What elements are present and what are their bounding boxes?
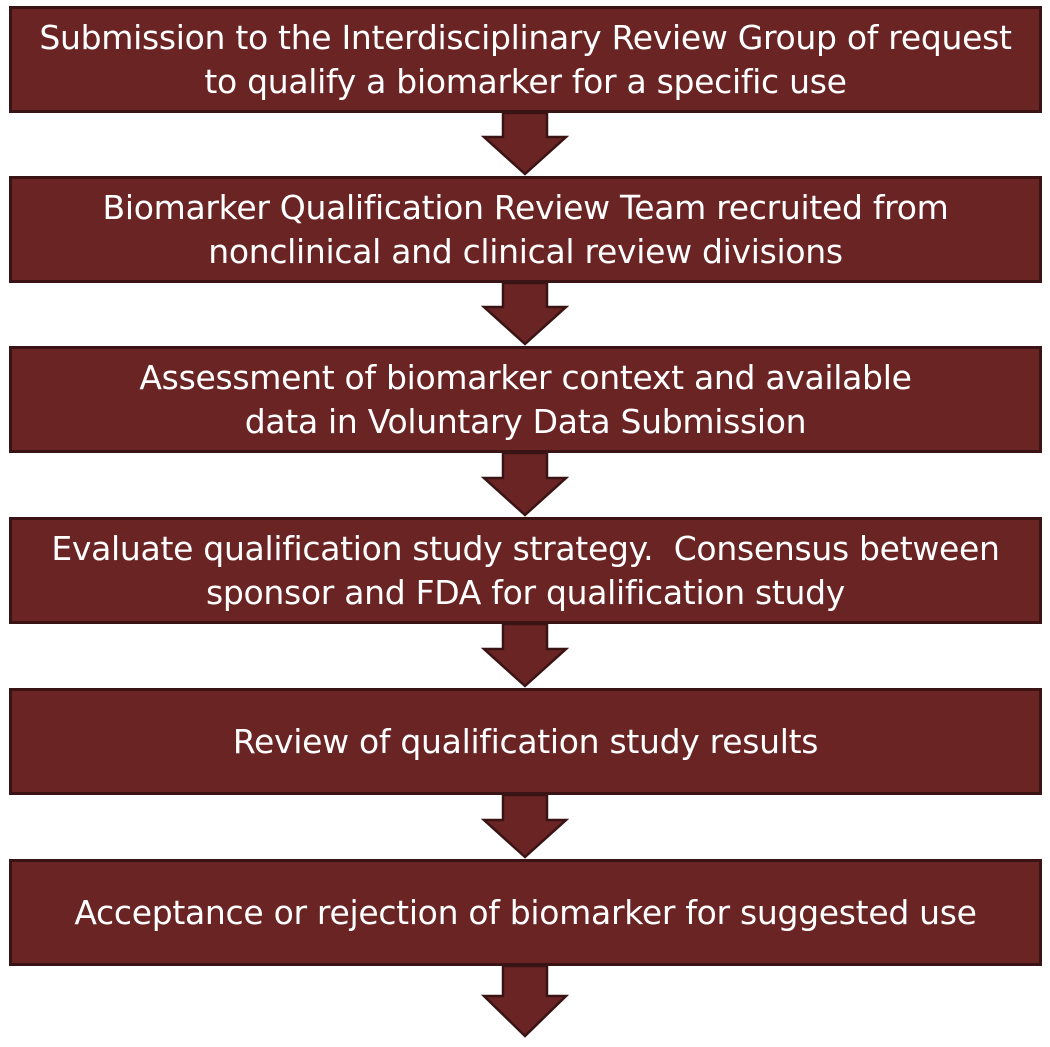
step-2-box: Biomarker Qualification Review Team recr… [9,176,1042,283]
step-4-line-1: Evaluate qualification study strategy. C… [51,528,1000,568]
step-1-line-2: to qualify a biomarker for a specific us… [204,61,847,101]
step-3-line-2: data in Voluntary Data Submission [244,401,807,441]
down-arrow-icon [481,113,569,176]
down-arrow-icon [481,966,569,1038]
step-2-line-2: nonclinical and clinical review division… [208,231,843,271]
step-4-line-2: sponsor and FDA for qualification study [205,572,846,612]
down-arrow-icon [481,624,569,688]
step-6-line-1: Acceptance or rejection of biomarker for… [74,892,977,932]
down-arrow-icon [481,795,569,859]
step-4-text: Evaluate qualification study strategy. C… [51,527,1000,615]
step-4-box: Evaluate qualification study strategy. C… [9,517,1042,624]
step-6-box: Acceptance or rejection of biomarker for… [9,859,1042,966]
down-arrow-icon [481,453,569,517]
step-2-text: Biomarker Qualification Review Team recr… [103,186,949,274]
step-1-text: Submission to the Interdisciplinary Revi… [39,16,1012,104]
step-3-box: Assessment of biomarker context and avai… [9,346,1042,453]
step-6-text: Acceptance or rejection of biomarker for… [74,891,977,935]
step-3-text: Assessment of biomarker context and avai… [139,356,911,444]
step-3-line-1: Assessment of biomarker context and avai… [139,357,912,397]
step-1-line-1: Submission to the Interdisciplinary Revi… [39,17,1012,57]
step-2-line-1: Biomarker Qualification Review Team recr… [102,187,949,227]
step-5-box: Review of qualification study results [9,688,1042,795]
step-5-line-1: Review of qualification study results [232,721,819,761]
step-1-box: Submission to the Interdisciplinary Revi… [9,6,1042,113]
down-arrow-icon [481,283,569,346]
step-5-text: Review of qualification study results [232,720,819,764]
